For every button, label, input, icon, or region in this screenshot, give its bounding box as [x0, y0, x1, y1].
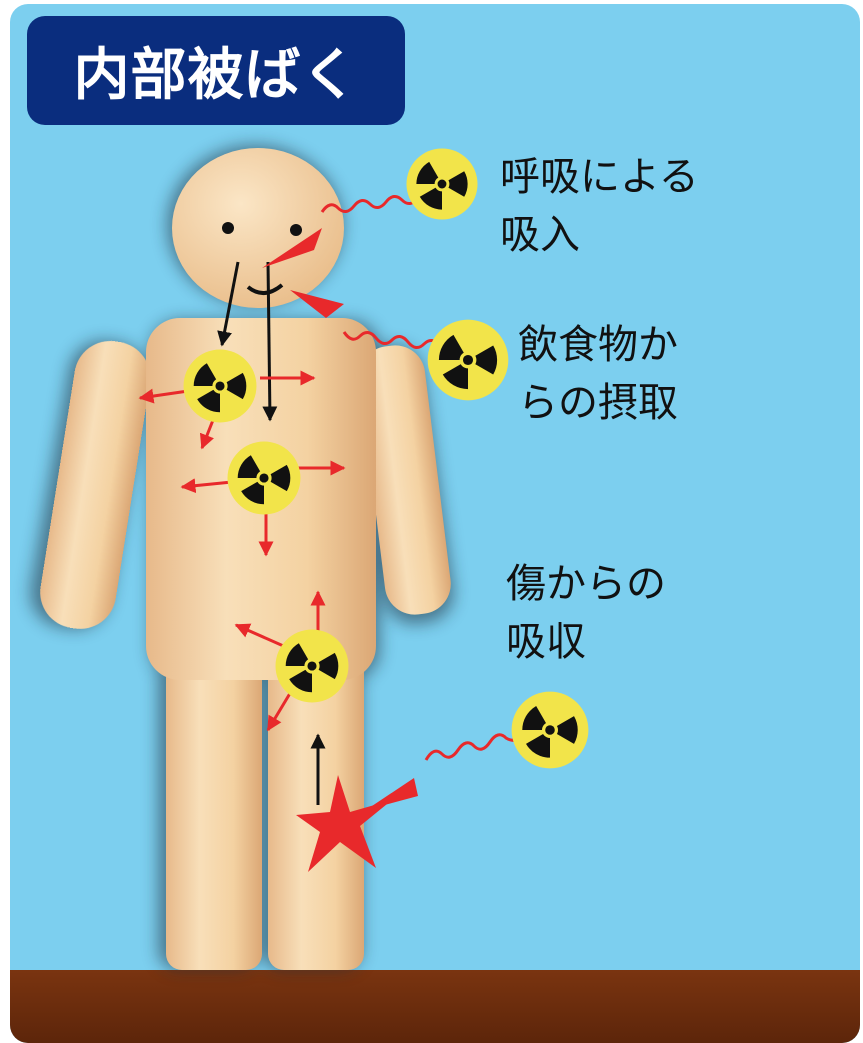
spread-arrows — [138, 370, 346, 732]
label-ingestion: 飲食物か らの摂取 — [518, 316, 678, 432]
label-wound-line-1: 傷からの — [506, 561, 666, 607]
wound-star-icon — [296, 775, 392, 872]
page-title: 内部被ばく — [27, 16, 405, 125]
entry-waves — [320, 195, 524, 761]
label-wound-line-2: 吸収 — [506, 619, 586, 665]
label-inhalation-line-2: 吸入 — [500, 212, 580, 258]
head — [172, 148, 344, 308]
right-eye — [290, 224, 302, 236]
label-ingestion-line-1: 飲食物か — [518, 322, 678, 368]
right-leg — [268, 640, 364, 970]
figure-body — [40, 148, 451, 970]
ground — [10, 970, 860, 1043]
radiation-icon-chest — [183, 349, 257, 423]
radiation-icon-ingestion — [427, 319, 509, 401]
label-inhalation-line-1: 呼吸による — [500, 154, 699, 200]
radiation-icon-wound — [511, 691, 589, 769]
left-leg — [166, 640, 262, 970]
internal-pathways — [217, 261, 326, 805]
radiation-icon-inhalation — [406, 148, 478, 220]
radiation-icon-leg — [275, 629, 349, 703]
right-arm — [359, 345, 451, 615]
label-inhalation: 呼吸による 吸入 — [500, 148, 699, 264]
radiation-icon-abdomen — [227, 441, 301, 515]
entry-arrowheads — [262, 228, 418, 810]
mouth — [246, 283, 284, 295]
left-eye — [222, 222, 234, 234]
label-ingestion-line-2: らの摂取 — [518, 380, 678, 426]
label-wound: 傷からの 吸収 — [506, 555, 666, 671]
left-arm — [40, 340, 151, 629]
